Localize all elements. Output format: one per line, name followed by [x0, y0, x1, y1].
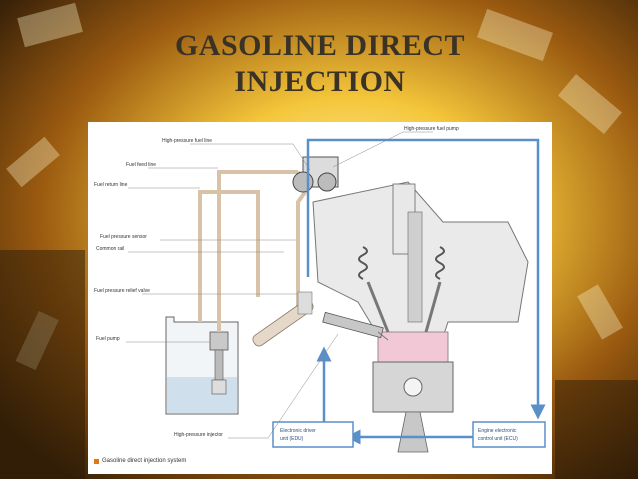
diagram-caption: Gasoline direct injection system	[94, 458, 186, 464]
spark-plug	[407, 211, 423, 323]
valve-springs	[358, 246, 445, 280]
leader-lines	[126, 131, 433, 439]
slide-title-line-2: INJECTION	[234, 65, 406, 98]
caption-bullet-square	[94, 458, 99, 464]
ecu-label-line-1: Engine electronic	[478, 428, 517, 434]
piston	[372, 361, 454, 453]
label-fuel-pressure-relief-valve: Fuel pressure relief valve	[94, 288, 150, 294]
electronic-signal-lines	[306, 138, 546, 445]
fuel-pressure-sensor	[297, 291, 313, 315]
ecu-box: Engine electronic control unit (ECU)	[472, 421, 546, 448]
gdi-system-diagram: Electronic driver unit (EDU) Engine elec…	[94, 126, 546, 453]
fuel-pump	[209, 331, 229, 395]
connecting-rod	[397, 411, 429, 453]
label-high-pressure-fuel-pump: High-pressure fuel pump	[404, 126, 459, 132]
slide-title-line-1: GASOLINE DIRECT	[174, 29, 466, 62]
label-fuel-feed-line: Fuel feed line	[126, 162, 156, 168]
fuel-return-line	[198, 190, 260, 322]
common-rail	[252, 291, 314, 347]
fuel-feed-line	[217, 170, 298, 332]
valves	[366, 281, 442, 333]
ecu-label-line-2: control unit (ECU)	[478, 436, 518, 442]
label-common-rail: Common rail	[96, 246, 124, 252]
engine-cylinder-head	[312, 181, 529, 353]
label-high-pressure-fuel-line: High-pressure fuel line	[162, 138, 212, 144]
combustion-chamber	[377, 331, 449, 363]
high-pressure-injector	[322, 311, 389, 341]
fuel-tank	[165, 316, 239, 415]
edu-label-line-2: unit (EDU)	[280, 436, 304, 442]
edu-label-line-1: Electronic driver	[280, 428, 316, 434]
caption-text: Gasoline direct injection system	[102, 458, 187, 464]
edu-box: Electronic driver unit (EDU)	[272, 421, 354, 448]
slide-title: GASOLINE DIRECT INJECTION	[120, 28, 520, 100]
high-pressure-fuel-pump	[292, 156, 339, 193]
label-fuel-return-line: Fuel return line	[94, 182, 128, 188]
label-fuel-pressure-sensor: Fuel pressure sensor	[100, 234, 147, 240]
label-fuel-pump: Fuel pump	[96, 336, 120, 342]
label-high-pressure-injector: High-pressure injector	[174, 432, 223, 438]
diagram-panel: Electronic driver unit (EDU) Engine elec…	[88, 122, 552, 474]
